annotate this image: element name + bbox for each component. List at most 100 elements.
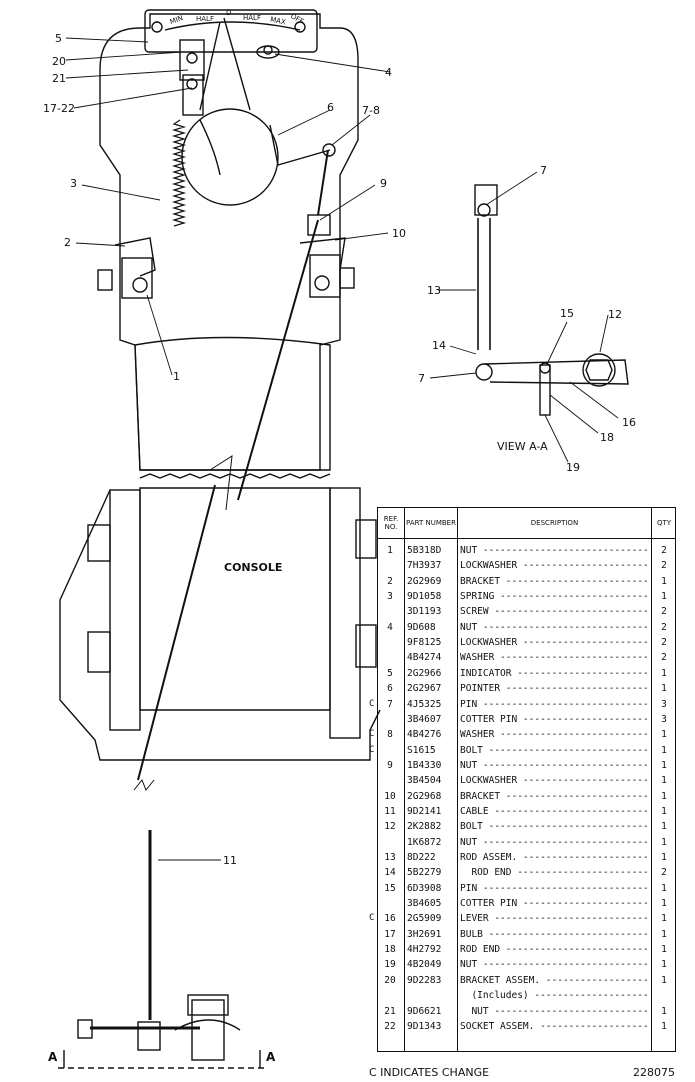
row-description: INDICATOR (460, 666, 650, 681)
row-part-number: 2G2968 (407, 790, 442, 802)
row-part-number: 3B4605 (407, 898, 442, 910)
row-description: LOCKWASHER (460, 773, 650, 788)
table-row: 156D3908PIN1 (378, 881, 675, 896)
row-part-number: S1615 (407, 744, 436, 756)
table-row: 7H3937LOCKWASHER2 (378, 558, 675, 573)
row-description: ROD END (460, 942, 650, 957)
callout-17-22: 17-22 (43, 102, 75, 115)
table-row: 194B2049NUT1 (378, 957, 675, 972)
callout-10: 10 (392, 227, 406, 240)
row-ref: 18 (384, 944, 396, 956)
callout-19: 19 (566, 461, 580, 474)
row-description: BRACKET ASSEM. (460, 973, 650, 988)
dial-half-left: HALF (196, 15, 214, 23)
row-qty: 2 (661, 606, 667, 618)
row-ref: 5 (387, 667, 393, 679)
table-row: 84B4276WASHER1C (369, 727, 675, 742)
row-part-number: 4J5325 (407, 698, 442, 710)
row-description: LOCKWASHER (460, 558, 650, 573)
row-description: NUT (460, 1004, 650, 1019)
parts-table-header: REF. NO. PART NUMBER DESCRIPTION QTY (378, 508, 675, 539)
row-part-number: 7H3937 (407, 560, 442, 572)
row-ref: 9 (387, 759, 393, 771)
row-part-number: 9D2283 (407, 974, 442, 986)
change-mark: C (369, 729, 375, 740)
row-qty: 3 (661, 698, 667, 710)
row-ref: 12 (384, 821, 396, 833)
row-qty: 1 (661, 928, 667, 940)
callout-13: 13 (427, 284, 441, 297)
section-mark-left: A (48, 1050, 58, 1064)
lever-16 (483, 359, 629, 385)
row-description: SPRING (460, 589, 650, 604)
callout-7-8: 7-8 (362, 104, 380, 117)
table-row: 122K2882BOLT1 (378, 819, 675, 834)
bracket-2 (114, 237, 156, 277)
row-qty: 1 (661, 882, 667, 894)
row-ref: 2 (387, 575, 393, 587)
row-description: WASHER (460, 727, 650, 742)
row-part-number: 2G2966 (407, 667, 442, 679)
row-qty: 1 (661, 591, 667, 603)
row-part-number: 6D3908 (407, 882, 442, 894)
row-ref: 21 (384, 1005, 396, 1017)
table-row: 52G2966INDICATOR1 (378, 666, 675, 681)
row-qty: 1 (661, 821, 667, 833)
callout-11: 11 (223, 854, 237, 867)
row-description: NUT (460, 620, 650, 635)
dial-half-right: HALF (243, 14, 261, 22)
row-qty: 1 (661, 729, 667, 741)
callout-5: 5 (55, 32, 62, 45)
figure-number: 228075 (633, 1066, 675, 1079)
row-description: BRACKET (460, 789, 650, 804)
callout-3: 3 (70, 177, 77, 190)
row-qty: 1 (661, 1005, 667, 1017)
row-part-number: 4B4274 (407, 652, 442, 664)
callout-9: 9 (380, 177, 387, 190)
row-ref: 6 (387, 683, 393, 695)
cable (237, 219, 319, 501)
row-qty: 1 (661, 913, 667, 925)
callout-16: 16 (622, 416, 636, 429)
row-description: COTTER PIN (460, 712, 650, 727)
row-ref: 17 (384, 928, 396, 940)
row-qty: 2 (661, 621, 667, 633)
table-row: 4B4274WASHER2 (378, 650, 675, 665)
header-qty: QTY (656, 519, 672, 527)
row-part-number: 2G2969 (407, 575, 442, 587)
dial-screw-right (294, 21, 306, 33)
row-qty: 1 (661, 852, 667, 863)
row-qty: 1 (661, 759, 667, 771)
change-footnote: C INDICATES CHANGE (369, 1066, 490, 1079)
row-description: NUT (460, 835, 650, 850)
row-description: LEVER (460, 911, 650, 926)
pointer-arm (269, 124, 331, 166)
row-part-number: 5B2279 (407, 867, 442, 879)
row-qty: 1 (661, 898, 667, 910)
callout-21: 21 (52, 72, 66, 85)
row-part-number: 4B4276 (407, 729, 442, 741)
table-row: 1K6872NUT1 (378, 835, 675, 850)
callout-7-view: 7 (540, 164, 547, 177)
view-a-a-caption: VIEW A-A (497, 440, 548, 453)
change-mark: C (369, 744, 375, 755)
row-ref: 19 (384, 959, 396, 971)
table-row: 62G2967POINTER1 (378, 681, 675, 696)
callout-7-view-lower: 7 (418, 372, 425, 385)
row-part-number: 9D1058 (407, 591, 442, 603)
row-description: WASHER (460, 650, 650, 665)
row-qty: 1 (661, 744, 667, 756)
change-mark: C (369, 698, 375, 709)
callout-1: 1 (173, 370, 180, 383)
row-ref: 3 (387, 591, 393, 603)
callout-18: 18 (600, 431, 614, 444)
row-ref: 16 (384, 913, 396, 925)
change-mark: C (369, 913, 375, 924)
callout-14: 14 (432, 339, 446, 352)
